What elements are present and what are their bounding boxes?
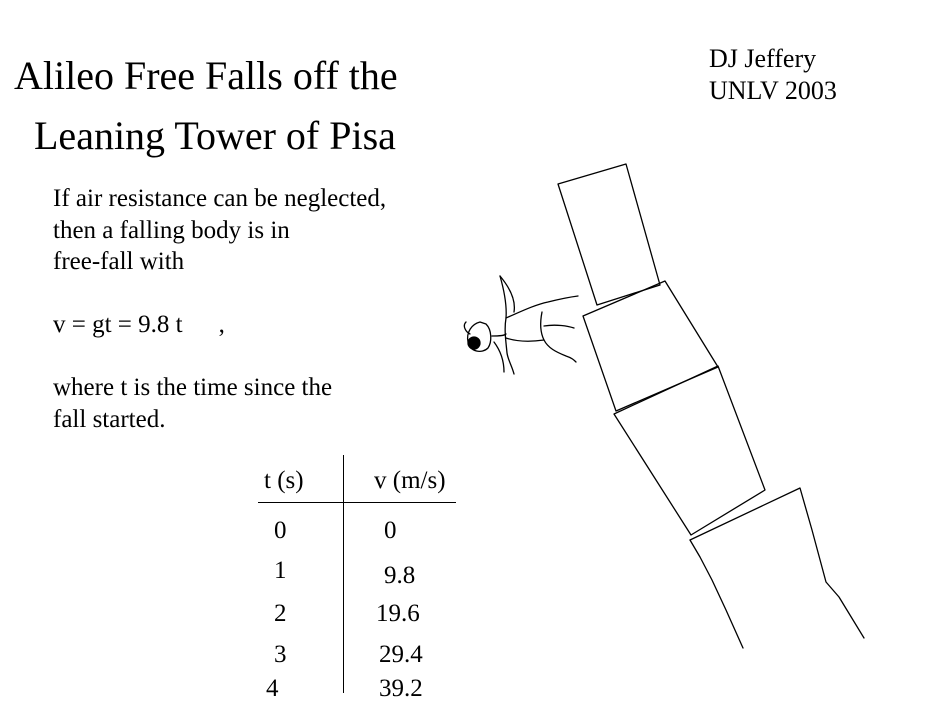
explanation-line-5: fall started. xyxy=(53,405,166,433)
author-affiliation: UNLV 2003 xyxy=(709,76,837,105)
paragraph-gap xyxy=(53,278,473,310)
table-cell-velocity: 19.6 xyxy=(376,600,420,627)
explanation-line-2: then a falling body is in xyxy=(53,216,290,244)
title-line-1: Alileo Free Falls off the xyxy=(14,53,398,98)
table-cell-time: 3 xyxy=(274,641,287,668)
table-cell-time: 2 xyxy=(274,600,287,627)
tower-third-tier xyxy=(613,365,766,536)
table-cell-time: 1 xyxy=(274,557,287,584)
figure-leg-lower-branch xyxy=(505,337,545,342)
figure-arm-lower xyxy=(493,341,505,373)
paragraph-gap xyxy=(53,341,473,373)
table-cell-velocity: 0 xyxy=(384,517,397,544)
explanation-line-4: where t is the time since the xyxy=(53,374,333,401)
explanation-line-3: free-fall with xyxy=(53,248,185,275)
table-cell-velocity: 39.2 xyxy=(379,675,423,702)
figure-body xyxy=(499,275,515,375)
tower-base-section xyxy=(689,487,865,639)
table-cell-time: 4 xyxy=(266,675,279,702)
slide-title: Alileo Free Falls off the Leaning Tower … xyxy=(0,46,470,166)
author-name: DJ Jeffery xyxy=(709,44,817,73)
falling-figure xyxy=(463,275,579,375)
leaning-tower xyxy=(557,163,865,649)
figure-arm-upper xyxy=(499,275,516,313)
author-block: DJ Jeffery UNLV 2003 xyxy=(709,43,837,107)
table-vertical-rule xyxy=(343,455,344,693)
formula-comma: , xyxy=(218,311,225,338)
table-cell-time: 0 xyxy=(274,517,287,544)
table-header-rule xyxy=(258,502,456,503)
figure-hair-detail xyxy=(491,333,507,337)
tower-top-tier xyxy=(557,163,661,306)
formula-expression: v = gt = 9.8 t xyxy=(53,311,183,338)
table-header-velocity: v (m/s) xyxy=(374,467,446,494)
explanation-text: If air resistance can be neglected, then… xyxy=(53,183,473,435)
figure-leg-lower xyxy=(540,311,577,363)
tower-second-tier xyxy=(582,280,719,412)
explanation-line-1: If air resistance can be neglected, xyxy=(53,185,387,212)
title-line-2: Leaning Tower of Pisa xyxy=(34,113,396,158)
table-cell-velocity: 9.8 xyxy=(384,562,416,589)
tower-base-left-wall xyxy=(689,539,744,649)
table-header-time: t (s) xyxy=(264,467,304,494)
table-cell-velocity: 29.4 xyxy=(379,641,423,668)
figure-leg-right xyxy=(505,295,579,319)
velocity-table: t (s) v (m/s) 0 0 1 9.8 2 19.6 3 29.4 4 … xyxy=(258,455,468,702)
figure-foot-detail xyxy=(543,324,575,329)
velocity-formula: v = gt = 9.8 t, xyxy=(53,309,473,341)
